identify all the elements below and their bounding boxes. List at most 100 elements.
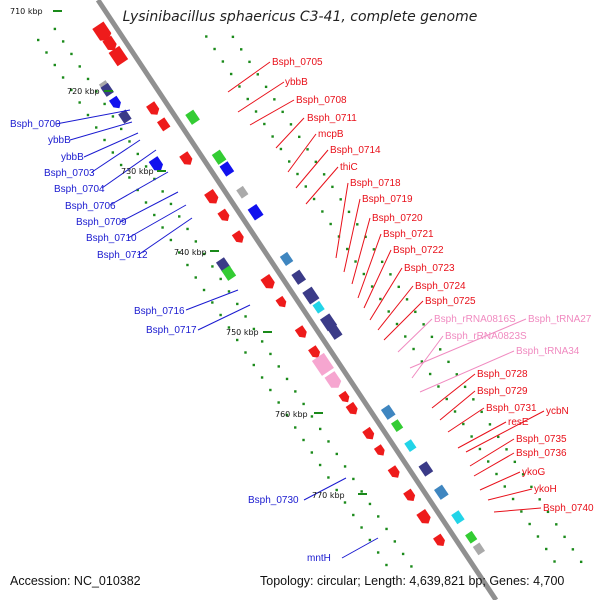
gene-arrow[interactable] <box>204 188 221 206</box>
gene-arrow[interactable] <box>387 465 402 480</box>
gene-block[interactable] <box>211 149 227 165</box>
gene-arrow[interactable] <box>108 95 123 111</box>
gene-label-ycbn[interactable]: ycbN <box>546 406 569 417</box>
gene-label-bsph-0721[interactable]: Bsph_0721 <box>383 229 434 240</box>
leader-line <box>287 133 317 173</box>
gene-block[interactable] <box>380 404 396 420</box>
rna-label-rrna0823s[interactable]: Bsph_rRNA0823S <box>445 331 527 342</box>
gene-block[interactable] <box>451 510 465 525</box>
gene-arrow[interactable] <box>146 101 161 117</box>
gene-label-bsph-0725[interactable]: Bsph_0725 <box>425 296 476 307</box>
ring-dot <box>128 176 131 179</box>
gene-block[interactable] <box>279 251 294 266</box>
ring-dot <box>211 265 214 268</box>
gene-label-ykog[interactable]: ykoG <box>522 467 546 478</box>
gene-label-bsph-0729[interactable]: Bsph_0729 <box>477 386 528 397</box>
ring-dot <box>252 363 255 367</box>
gene-block[interactable] <box>185 109 200 125</box>
gene-block[interactable] <box>390 419 404 432</box>
gene-arrow[interactable] <box>403 488 417 504</box>
gene-label-bsph-0724[interactable]: Bsph_0724 <box>415 281 466 292</box>
gene-arrow[interactable] <box>345 401 360 417</box>
gene-label-bsph-0740[interactable]: Bsph_0740 <box>543 503 594 514</box>
gene-label-bsph-0730[interactable]: Bsph_0730 <box>248 495 299 506</box>
gene-label-bsph-0728[interactable]: Bsph_0728 <box>477 369 528 380</box>
gene-label-ybbb-b[interactable]: ybbB <box>61 152 84 163</box>
ring-dot <box>244 315 247 318</box>
gene-block[interactable] <box>404 439 417 452</box>
leader-line <box>431 373 476 409</box>
gene-label-bsph-0735[interactable]: Bsph_0735 <box>516 434 567 445</box>
gene-label-bsph-0706[interactable]: Bsph_0706 <box>65 201 116 212</box>
gene-block[interactable] <box>418 461 434 477</box>
gene-block[interactable] <box>236 185 249 199</box>
gene-label-bsph-0731[interactable]: Bsph_0731 <box>486 403 537 414</box>
gene-arrow[interactable] <box>231 230 246 245</box>
gene-label-bsph-0722[interactable]: Bsph_0722 <box>393 245 444 256</box>
gene-label-bsph-0718[interactable]: Bsph_0718 <box>350 178 401 189</box>
ring-dot <box>538 498 541 501</box>
gene-label-bsph-0716[interactable]: Bsph_0716 <box>134 306 185 317</box>
gene-label-bsph-0736[interactable]: Bsph_0736 <box>516 448 567 459</box>
gene-arrow[interactable] <box>338 390 352 405</box>
gene-arrow[interactable] <box>275 295 289 310</box>
rna-labels: Bsph_rRNA0816S Bsph_tRNA27 Bsph_rRNA0823… <box>434 314 592 357</box>
ring-dot <box>462 422 465 426</box>
gene-arrow[interactable] <box>433 533 447 549</box>
gene-label-ybbb-c[interactable]: ybbB <box>285 77 308 88</box>
ring-dot <box>331 185 334 189</box>
gene-block[interactable] <box>312 300 325 314</box>
gene-block[interactable] <box>156 117 171 132</box>
gene-label-bsph-0711[interactable]: Bsph_0711 <box>307 113 357 124</box>
gene-arrow[interactable] <box>179 151 194 167</box>
ring-dot <box>438 348 442 351</box>
gene-arrow[interactable] <box>217 208 231 224</box>
gene-block[interactable] <box>221 265 237 281</box>
gene-arrow[interactable] <box>362 426 376 442</box>
gene-arrow[interactable] <box>308 345 322 360</box>
gene-arrow[interactable] <box>416 508 433 526</box>
gene-arrow[interactable] <box>294 325 309 340</box>
gene-label-bsph-0709[interactable]: Bsph_0709 <box>76 217 127 228</box>
gene-label-bsph-0708[interactable]: Bsph_0708 <box>296 95 347 106</box>
gene-arrow[interactable] <box>92 21 113 44</box>
gene-block[interactable] <box>100 82 114 97</box>
gene-label-mnth[interactable]: mntH <box>307 553 331 564</box>
gene-block[interactable] <box>311 352 334 376</box>
rna-label-trna34[interactable]: Bsph_tRNA34 <box>516 346 580 357</box>
gene-label-rese[interactable]: resE <box>508 417 529 428</box>
gene-label-bsph-0703[interactable]: Bsph_0703 <box>44 168 95 179</box>
gene-label-bsph-0700[interactable]: Bsph_0700 <box>10 119 61 130</box>
gene-block[interactable] <box>108 45 129 67</box>
gene-label-mcpb[interactable]: mcpB <box>318 129 344 140</box>
gene-block[interactable] <box>219 161 235 177</box>
gene-label-ykoh[interactable]: ykoH <box>534 484 557 495</box>
gene-arrow[interactable] <box>102 35 119 53</box>
gene-arrow[interactable] <box>148 156 166 173</box>
gene-label-bsph-0714[interactable]: Bsph_0714 <box>330 145 381 156</box>
gene-label-bsph-0719[interactable]: Bsph_0719 <box>362 194 413 205</box>
gene-label-bsph-0720[interactable]: Bsph_0720 <box>372 213 423 224</box>
gene-block[interactable] <box>472 542 486 556</box>
gene-label-bsph-0723[interactable]: Bsph_0723 <box>404 263 455 274</box>
ring-dot <box>463 385 467 389</box>
gene-block[interactable] <box>302 286 320 305</box>
rna-label-rrna0816s[interactable]: Bsph_rRNA0816S <box>434 314 516 325</box>
gene-arrow[interactable] <box>373 444 387 458</box>
gene-block[interactable] <box>465 530 478 544</box>
gene-label-bsph-0705[interactable]: Bsph_0705 <box>272 57 323 68</box>
gene-label-bsph-0712[interactable]: Bsph_0712 <box>97 250 148 261</box>
gene-block[interactable] <box>247 203 264 221</box>
gene-label-ybbb-a[interactable]: ybbB <box>48 135 71 146</box>
gene-arrow[interactable] <box>260 273 277 291</box>
rna-label-trna27[interactable]: Bsph_tRNA27 <box>528 314 592 325</box>
gene-label-thic[interactable]: thiC <box>340 162 358 173</box>
gene-label-bsph-0710[interactable]: Bsph_0710 <box>86 233 137 244</box>
gene-block[interactable] <box>327 324 343 340</box>
gene-block[interactable] <box>118 109 132 124</box>
gene-arrow[interactable] <box>324 371 344 391</box>
gene-block[interactable] <box>433 484 449 500</box>
gene-block[interactable] <box>291 269 307 285</box>
gene-label-bsph-0717[interactable]: Bsph_0717 <box>146 325 197 336</box>
gene-label-bsph-0704[interactable]: Bsph_0704 <box>54 184 105 195</box>
